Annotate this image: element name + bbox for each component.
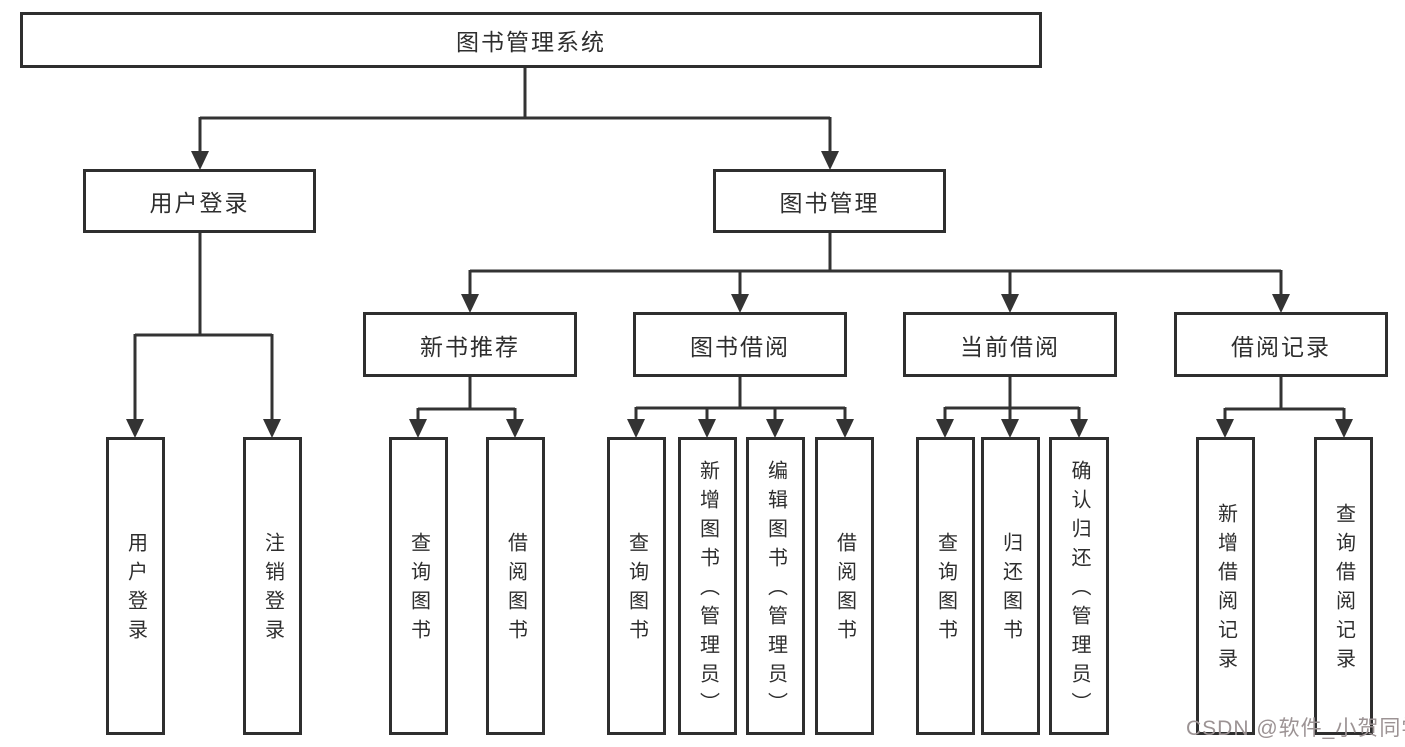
node-book-management: 图书管理 bbox=[713, 169, 946, 233]
arrowheads bbox=[126, 151, 1353, 438]
leaf-query-borrow-record: 查询借阅记录 bbox=[1314, 437, 1373, 735]
node-borrow-records: 借阅记录 bbox=[1174, 312, 1388, 377]
leaf-query-books-borrow: 查询图书 bbox=[607, 437, 666, 735]
node-library-management-system: 图书管理系统 bbox=[20, 12, 1042, 68]
leaf-confirm-return-admin: 确认归还（管理员） bbox=[1049, 437, 1109, 735]
leaf-return-books: 归还图书 bbox=[981, 437, 1040, 735]
leaf-add-borrow-record: 新增借阅记录 bbox=[1196, 437, 1255, 735]
leaf-borrow-books: 借阅图书 bbox=[815, 437, 874, 735]
node-book-borrow: 图书借阅 bbox=[633, 312, 847, 377]
node-user-login: 用户登录 bbox=[83, 169, 316, 233]
leaf-query-books-current: 查询图书 bbox=[916, 437, 975, 735]
node-current-borrow: 当前借阅 bbox=[903, 312, 1117, 377]
leaf-edit-book-admin: 编辑图书（管理员） bbox=[746, 437, 805, 735]
leaf-add-book-admin: 新增图书（管理员） bbox=[678, 437, 737, 735]
watermark: CSDN @软件_小贺同学 bbox=[1186, 717, 1405, 740]
leaf-logout: 注销登录 bbox=[243, 437, 302, 735]
node-new-book-recommend: 新书推荐 bbox=[363, 312, 577, 377]
leaf-borrow-books-recommend: 借阅图书 bbox=[486, 437, 545, 735]
leaf-user-login: 用户登录 bbox=[106, 437, 165, 735]
leaf-query-books-recommend: 查询图书 bbox=[389, 437, 448, 735]
